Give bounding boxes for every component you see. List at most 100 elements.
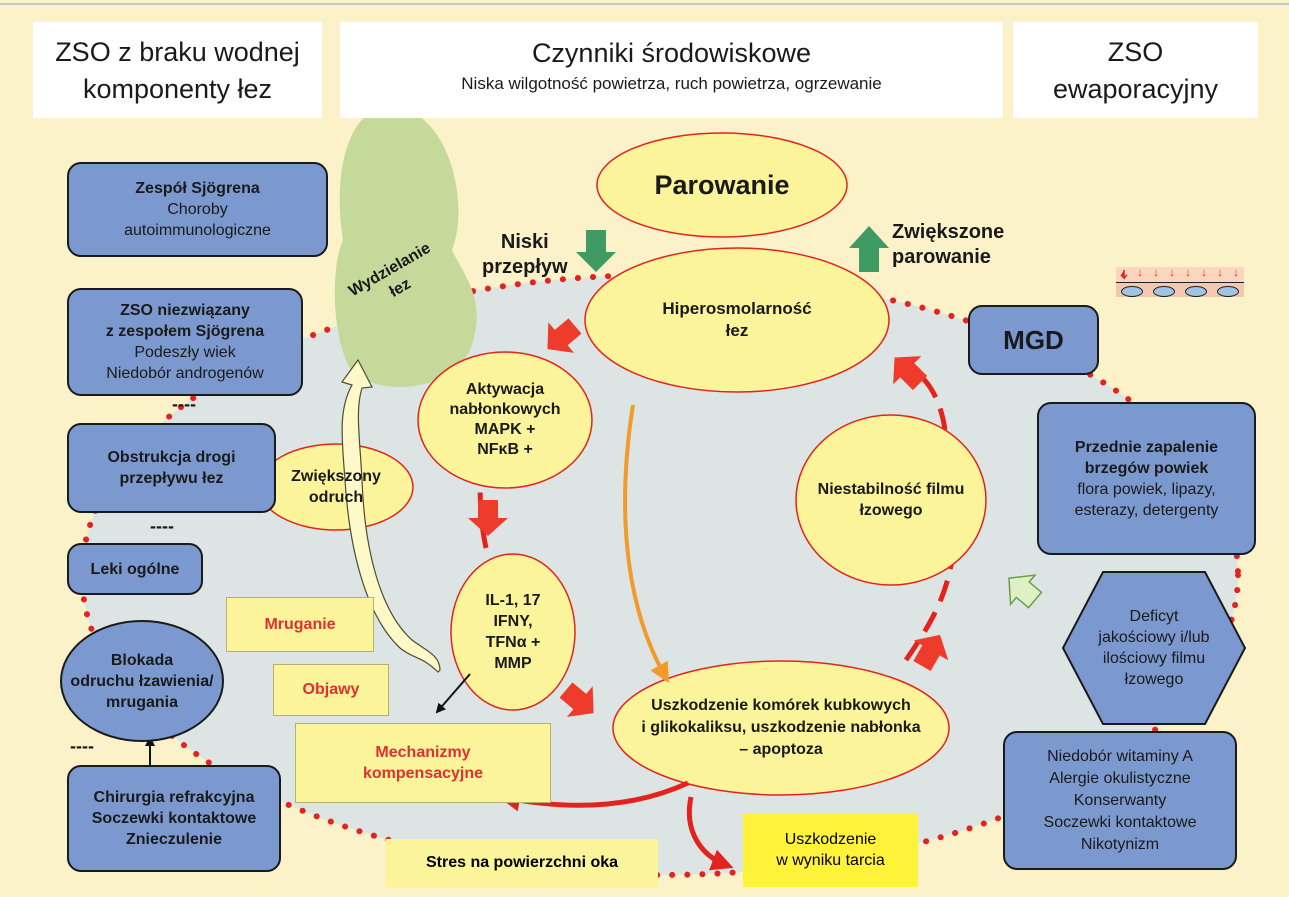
red-arrow-niestab-to-hiper [893, 356, 928, 391]
leki-label: Leki ogólne [90, 560, 180, 578]
obstrukcja-line2: przepływu łez [119, 470, 224, 487]
mechanizmy-line2: kompensacyjne [362, 765, 484, 782]
box-mruganie: Mruganie [226, 597, 374, 652]
header-left-line2: komponenty łez [82, 74, 273, 104]
odruch-line1: Zwiększony [291, 468, 381, 485]
aktywacja-line1: Aktywacja [465, 381, 545, 398]
blokada-line3: mrugania [105, 693, 178, 711]
non-sjogren-line3: Podeszły wiek [134, 344, 236, 361]
red-arrow-hiper-to-aktywacja [547, 318, 582, 353]
gland-eye-icon [1217, 285, 1239, 297]
box-stres: Stres na powierzchni oka [386, 839, 658, 887]
chirurgia-line1: Chirurgia refrakcyjna [93, 789, 255, 806]
red-arrow-aktywacja-to-il [468, 500, 508, 536]
hexagon-text: Deficyt jakościowy i/lub ilościowy filmu… [1061, 570, 1247, 726]
box-chirurgia: Chirurgia refrakcyjna Soczewki kontaktow… [67, 765, 281, 872]
aktywacja-ellipse [417, 351, 593, 489]
blepharitis-line2: brzegów powiek [1084, 459, 1209, 477]
header-center-subtitle: Niska wilgotność powietrza, ruch powietr… [461, 74, 882, 93]
zwiekszone-line2: parowanie [892, 246, 991, 268]
hiper-line1: Hiperosmolarność [662, 299, 812, 318]
gland-icon-overlay: ↓↓↓↓↓↓↓↓ [1116, 266, 1244, 298]
obstrukcja-line1: Obstrukcja drogi [107, 449, 236, 466]
uszkodzenie-label: Uszkodzenie komórek kubkowych i glikokal… [613, 661, 949, 795]
deficyt-line4: łzowego [1124, 671, 1184, 688]
causes-line3: Konserwanty [1073, 791, 1167, 809]
box-obstrukcja: Obstrukcja drogi przepływu łez [67, 423, 276, 513]
arrow-down-icon: ↓ [1233, 267, 1239, 279]
parowanie-label: Parowanie [654, 169, 790, 200]
zwiekszone-line1: Zwiększone [892, 221, 1005, 243]
non-sjogren-line1: ZSO niezwiązany [120, 302, 250, 319]
aktywacja-label: Aktywacja nabłonkowych MAPK + NFκB + [418, 352, 592, 488]
arrow-down-icon: ↓ [1121, 267, 1127, 279]
odruch-label: Zwiększony odruch [259, 444, 413, 530]
green-arrow-down [576, 230, 616, 272]
odruch-line2: odruch [308, 489, 364, 506]
arrow-down-icon: ↓ [1217, 267, 1223, 279]
header-center: Czynniki środowiskowe Niska wilgotność p… [340, 22, 1003, 118]
blokada-line1: Blokada [110, 651, 174, 669]
il-line3: TFNα + [485, 634, 541, 651]
sjogren-line1: Choroby [167, 201, 228, 218]
header-left-line1: ZSO z braku wodnej [55, 37, 300, 67]
header-center-title: Czynniki środowiskowe [531, 38, 812, 68]
dashes-2: ---- [150, 516, 174, 536]
arrow-down-icon: ↓ [1169, 267, 1175, 279]
non-sjogren-line2: z zespołem Sjögrena [105, 323, 265, 340]
niestab-label: Niestabilność filmu łzowego [796, 415, 986, 585]
niestab-line1: Niestabilność filmu [817, 481, 965, 498]
causes-line5: Nikotynizm [1080, 835, 1160, 853]
niski-line1: Niski [500, 231, 549, 253]
aktywacja-line4: NFκB + [477, 441, 533, 458]
box-tarcie: Uszkodzenie w wyniku tarcia [743, 813, 918, 887]
hexagon-shape [1061, 571, 1247, 725]
il-line2: IFNY, [493, 613, 533, 630]
deficyt-line3: ilościowy filmu [1102, 650, 1206, 667]
box-objawy: Objawy [273, 664, 389, 716]
wydzielanie-blob [334, 106, 477, 388]
box-leki: Leki ogólne [67, 543, 203, 595]
box-non-sjogren: ZSO niezwiązany z zespołem Sjögrena Pode… [67, 288, 303, 396]
chirurgia-line3: Znieczulenie [125, 831, 223, 848]
sjogren-line2: autoimmunologiczne [124, 222, 271, 239]
outer-dotted-ring [79, 272, 1241, 878]
deficyt-line2: jakościowy i/lub [1098, 629, 1210, 646]
chirurgia-line2: Soczewki kontaktowe [91, 810, 257, 827]
blepharitis-line4: esterazy, detergenty [1074, 501, 1219, 519]
header-right-line2: ewaporacyjny [1052, 74, 1219, 104]
gland-eye-icon [1153, 285, 1175, 297]
red-arrow-to-tarcie [686, 796, 734, 871]
header-right-line1: ZSO [1107, 37, 1164, 67]
hexagon-deficyt: Deficyt jakościowy i/lub ilościowy filmu… [1061, 570, 1247, 726]
niestab-line2: łzowego [859, 502, 923, 519]
mechanizmy-line1: Mechanizmy [375, 744, 471, 761]
hiper-line2: łez [725, 321, 749, 340]
black-arrow-objawy [435, 673, 471, 714]
box-mechanizmy: Mechanizmy kompensacyjne [295, 723, 551, 803]
header-left: ZSO z braku wodnej komponenty łez [33, 22, 322, 118]
box-blepharitis: Przednie zapalenie brzegów powiek flora … [1037, 402, 1256, 555]
tarcie-line1: Uszkodzenie [784, 831, 877, 848]
arrow-down-icon: ↓ [1137, 267, 1143, 279]
gland-row [1116, 284, 1244, 298]
uszkodzenie-line3: – apoptoza [739, 741, 823, 758]
niski-line2: przepływ [482, 256, 568, 278]
lightgreen-arrow-deficyt [1008, 574, 1043, 609]
uszkodzenie-ellipse [612, 660, 950, 796]
objawy-label: Objawy [302, 681, 360, 698]
gland-arrows: ↓↓↓↓↓↓↓↓ [1116, 266, 1244, 280]
il-line1: IL-1, 17 [485, 592, 541, 609]
header-right: ZSO ewaporacyjny [1013, 22, 1258, 118]
tarcie-line2: w wyniku tarcia [776, 852, 885, 869]
box-mgd: MGD [968, 305, 1099, 375]
causes-line1: Niedobór witaminy A [1047, 747, 1193, 765]
blepharitis-line3: flora powiek, lipazy, [1077, 480, 1216, 498]
arrow-down-icon: ↓ [1153, 267, 1159, 279]
niestab-ellipse [795, 414, 987, 586]
aktywacja-line3: MAPK + [474, 421, 536, 438]
orange-arrow [623, 404, 669, 683]
dashed-segment-right-lower [903, 559, 955, 662]
hiper-label: Hiperosmolarność łez [585, 248, 889, 392]
